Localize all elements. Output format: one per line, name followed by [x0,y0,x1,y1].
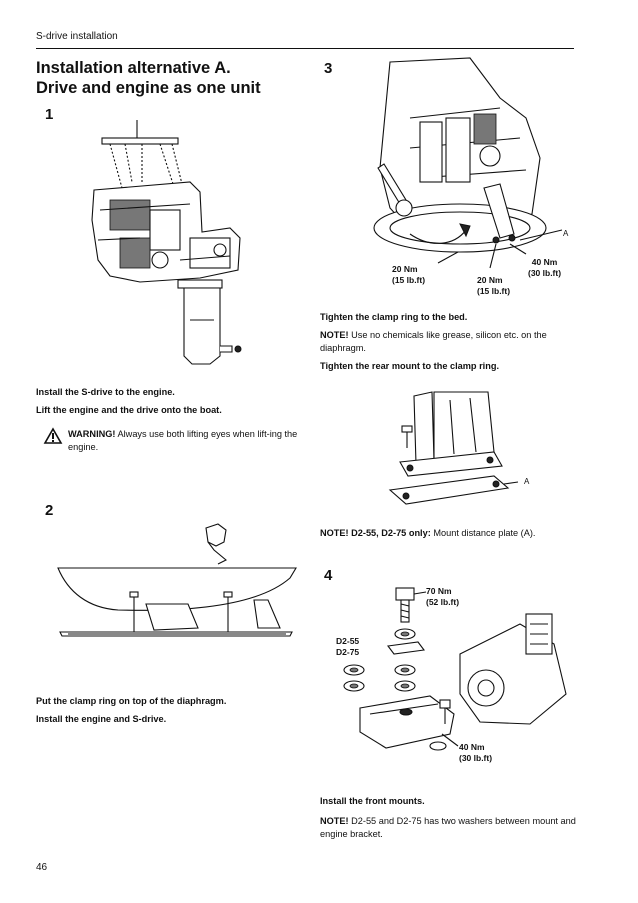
step-1-number: 1 [45,106,54,123]
title-line-1: Installation alternative A. [36,59,231,77]
step-3-note-2-text: Mount distance plate (A). [430,528,536,538]
step-3-text: Tighten the clamp ring to the bed. NOTE!… [320,311,576,373]
step-4-line-1: Install the front mounts. [320,796,425,806]
clamp-ring-tightening-illustration [373,57,563,269]
distance-plate-illustration [388,391,519,505]
step-3-number: 3 [324,60,333,77]
title-line-2: Drive and engine as one unit [36,79,261,97]
step-1-line-1: Install the S-drive to the engine. [36,387,175,397]
step-4-note-text: D2-55 and D2-75 has two washers between … [320,816,576,839]
torque-20nm-left: 20 Nm (15 lb.ft) [392,264,426,285]
step-2-line-1: Put the clamp ring on top of the diaphra… [36,696,227,706]
step-2-number: 2 [45,502,54,519]
engine-lift-illustration [91,120,242,365]
torque-40nm-front: 40 Nm (30 lb.ft) [459,742,493,763]
step-3-note-label: NOTE! [320,330,349,340]
step-2-line-2: Install the engine and S-drive. [36,714,167,724]
warning-label: WARNING! [68,429,116,439]
step-4-number: 4 [324,567,333,584]
page-number: 46 [36,862,48,873]
label-a-top: A [563,229,569,238]
step-1-line-2: Lift the engine and the drive onto the b… [36,405,222,415]
step-2-text: Put the clamp ring on top of the diaphra… [36,695,306,726]
step-1-text: Install the S-drive to the engine. Lift … [36,386,306,417]
torque-40nm-rear: 40 Nm (30 lb.ft) [528,257,562,278]
model-labels: D2-55 D2-75 [336,636,360,657]
label-a-plate: A [524,477,530,486]
front-mounts-illustration [343,587,567,751]
step-3-line-2: Tighten the rear mount to the clamp ring… [320,361,499,371]
warning-text: Always use both lifting eyes when lift-i… [68,429,298,452]
warning-box: WARNING! Always use both lifting eyes wh… [43,427,306,454]
warning-triangle-icon [43,427,63,444]
page-title: Installation alternative A. Drive and en… [36,58,296,98]
step-3-note-2: NOTE! D2-55, D2-75 only: Mount distance … [320,527,576,540]
header-rule [36,48,574,49]
torque-20nm-center: 20 Nm (15 lb.ft) [477,275,511,296]
step-3-note-text: Use no chemicals like grease, silicon et… [320,330,547,353]
step-3-note-2-label: NOTE! D2-55, D2-75 only: [320,528,431,538]
step-3-line-1: Tighten the clamp ring to the bed. [320,312,468,322]
torque-70nm: 70 Nm (52 lb.ft) [426,586,460,607]
step-4-note-label: NOTE! [320,816,349,826]
section-header: S-drive installation [36,31,118,42]
step-4-text: Install the front mounts. NOTE! D2-55 an… [320,795,576,841]
hull-clamp-ring-illustration [57,523,297,637]
